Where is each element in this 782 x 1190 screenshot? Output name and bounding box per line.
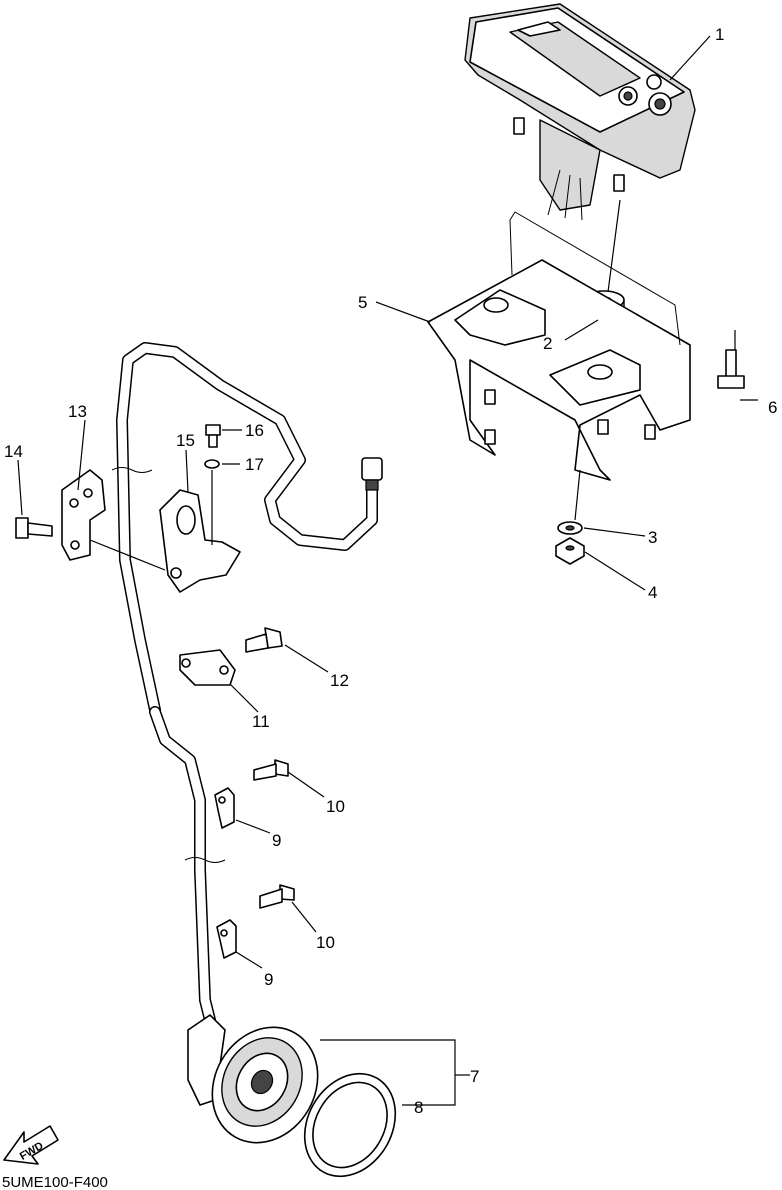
callout-5: 5 [358,293,367,312]
clip-9-upper [214,787,235,829]
plate-13 [61,469,106,561]
meter-assembly [464,3,696,221]
callout-17: 17 [245,455,264,474]
callout-7: 7 [470,1067,479,1086]
clip-9-lower [216,919,237,959]
screw-10-lower [259,884,295,909]
bolt-6 [717,349,745,389]
callout-13: 13 [68,402,87,421]
bolt-14 [15,517,53,539]
washer-17 [204,459,220,469]
callout-9-upper: 9 [272,831,281,850]
washer-3 [557,521,583,535]
meter-bracket [427,211,691,481]
bolt-12 [245,627,283,653]
callout-9-lower: 9 [264,970,273,989]
callout-12: 12 [330,671,349,690]
speedometer-cable [111,342,383,1026]
callout-3: 3 [648,528,657,547]
callout-15: 15 [176,431,195,450]
callout-8: 8 [414,1098,423,1117]
callout-10-upper: 10 [326,797,345,816]
nut-4 [555,537,585,565]
callout-16: 16 [245,421,264,440]
callout-14: 14 [4,442,23,461]
callout-4: 4 [648,583,657,602]
diagram-code: 5UME100-F400 [2,1174,108,1190]
callout-11: 11 [252,712,270,731]
callout-labels: 1 2 3 4 5 6 7 8 9 9 10 10 11 12 13 14 15… [4,25,777,1117]
callout-1: 1 [715,25,724,44]
leader-lines [17,35,758,1106]
holder-15 [159,489,241,593]
callout-6: 6 [768,398,777,417]
callout-2: 2 [543,334,552,353]
callout-10-lower: 10 [316,933,335,952]
screw-10-upper [253,759,289,781]
fwd-arrow: FWD [3,1125,59,1165]
meter-gear-unit [187,1014,319,1144]
clamp-11 [179,649,236,686]
screw-16 [205,424,221,448]
oil-seal [303,1072,397,1178]
